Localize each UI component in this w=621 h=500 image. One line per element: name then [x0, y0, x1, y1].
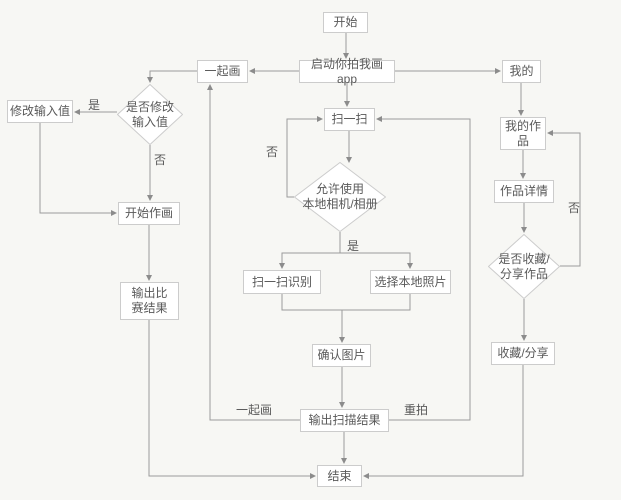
node-modify-input: 修改输入值	[7, 100, 73, 123]
edge-label-draw-together-return: 一起画	[236, 403, 273, 417]
node-draw-together: 一起画	[197, 60, 248, 83]
node-label-allow-camera-decision: 允许使用 本地相机/相册	[302, 182, 378, 211]
edge-output-scan-retake-loop	[376, 116, 471, 421]
node-label-output-match-result: 输出比 赛结果	[131, 286, 168, 315]
edge-allow-camera-no-loop	[286, 116, 323, 198]
edge-label-favorite-no: 否	[568, 201, 581, 215]
node-start: 开始	[323, 12, 368, 33]
node-output-match-result: 输出比 赛结果	[120, 282, 179, 320]
node-label-work-details: 作品详情	[499, 184, 548, 198]
node-label-favorite-decision: 是否收藏/ 分享作品	[498, 251, 550, 281]
node-label-start: 开始	[333, 15, 358, 29]
node-label-scan: 扫一扫	[331, 112, 368, 126]
edge-modify-input-to-start-drawing	[39, 123, 117, 216]
node-label-scan-recognize: 扫一扫识别	[251, 274, 312, 289]
edge-output-match-to-end	[148, 320, 316, 479]
node-label-modify-decision: 是否修改 输入值	[125, 99, 174, 129]
node-label-launch-app: 启动你拍我画app	[310, 56, 383, 86]
edge-scan-recognize-join	[281, 294, 342, 311]
node-allow-camera-decision: 允许使用 本地相机/相册	[294, 162, 386, 232]
node-label-output-scan-result: 输出扫描结果	[308, 413, 381, 427]
node-mine: 我的	[502, 60, 541, 83]
edge-label-modify-no: 否	[154, 153, 167, 167]
edge-draw-together-to-modify-decision	[147, 70, 197, 83]
edge-output-scan-to-draw-together	[207, 84, 300, 421]
edge-share-to-end	[363, 365, 524, 479]
node-my-works: 我的作 品	[500, 117, 546, 150]
node-choose-local-photo: 选择本地照片	[370, 270, 451, 294]
diamond-shape	[294, 162, 386, 232]
node-label-favorite-share: 收藏/分享	[497, 346, 549, 360]
node-label-choose-local-photo: 选择本地照片	[374, 274, 447, 289]
edge-label-modify-yes: 是	[88, 98, 101, 112]
edge-label-retake: 重拍	[404, 403, 429, 417]
edge-yes-split-left	[279, 252, 340, 269]
node-output-scan-result: 输出扫描结果	[300, 409, 389, 432]
node-label-mine: 我的	[509, 64, 534, 78]
node-favorite-share: 收藏/分享	[491, 342, 555, 365]
diamond-shape	[488, 234, 560, 299]
edge-yes-split-right	[340, 252, 413, 269]
node-launch-app: 启动你拍我画app	[299, 57, 395, 86]
node-end: 结束	[317, 465, 362, 487]
node-modify-decision: 是否修改 输入值	[117, 84, 183, 145]
node-label-confirm-picture: 确认图片	[317, 348, 366, 362]
node-confirm-picture: 确认图片	[312, 344, 371, 367]
edge-label-camera-yes: 是	[347, 239, 360, 253]
edge-label-camera-no: 否	[266, 145, 279, 159]
diamond-shape	[117, 84, 183, 145]
node-label-start-drawing: 开始作画	[124, 206, 173, 220]
edge-choose-photo-join	[342, 294, 411, 311]
node-start-drawing: 开始作画	[118, 202, 180, 225]
node-label-draw-together: 一起画	[204, 64, 241, 78]
node-work-details: 作品详情	[494, 180, 554, 203]
node-label-modify-input: 修改输入值	[10, 104, 71, 118]
node-scan-recognize: 扫一扫识别	[243, 270, 321, 294]
edge-favorite-no-loop	[547, 130, 581, 267]
node-label-end: 结束	[327, 468, 352, 483]
node-label-my-works: 我的作 品	[504, 118, 541, 148]
node-scan: 扫一扫	[324, 108, 375, 131]
node-favorite-decision: 是否收藏/ 分享作品	[488, 234, 560, 299]
